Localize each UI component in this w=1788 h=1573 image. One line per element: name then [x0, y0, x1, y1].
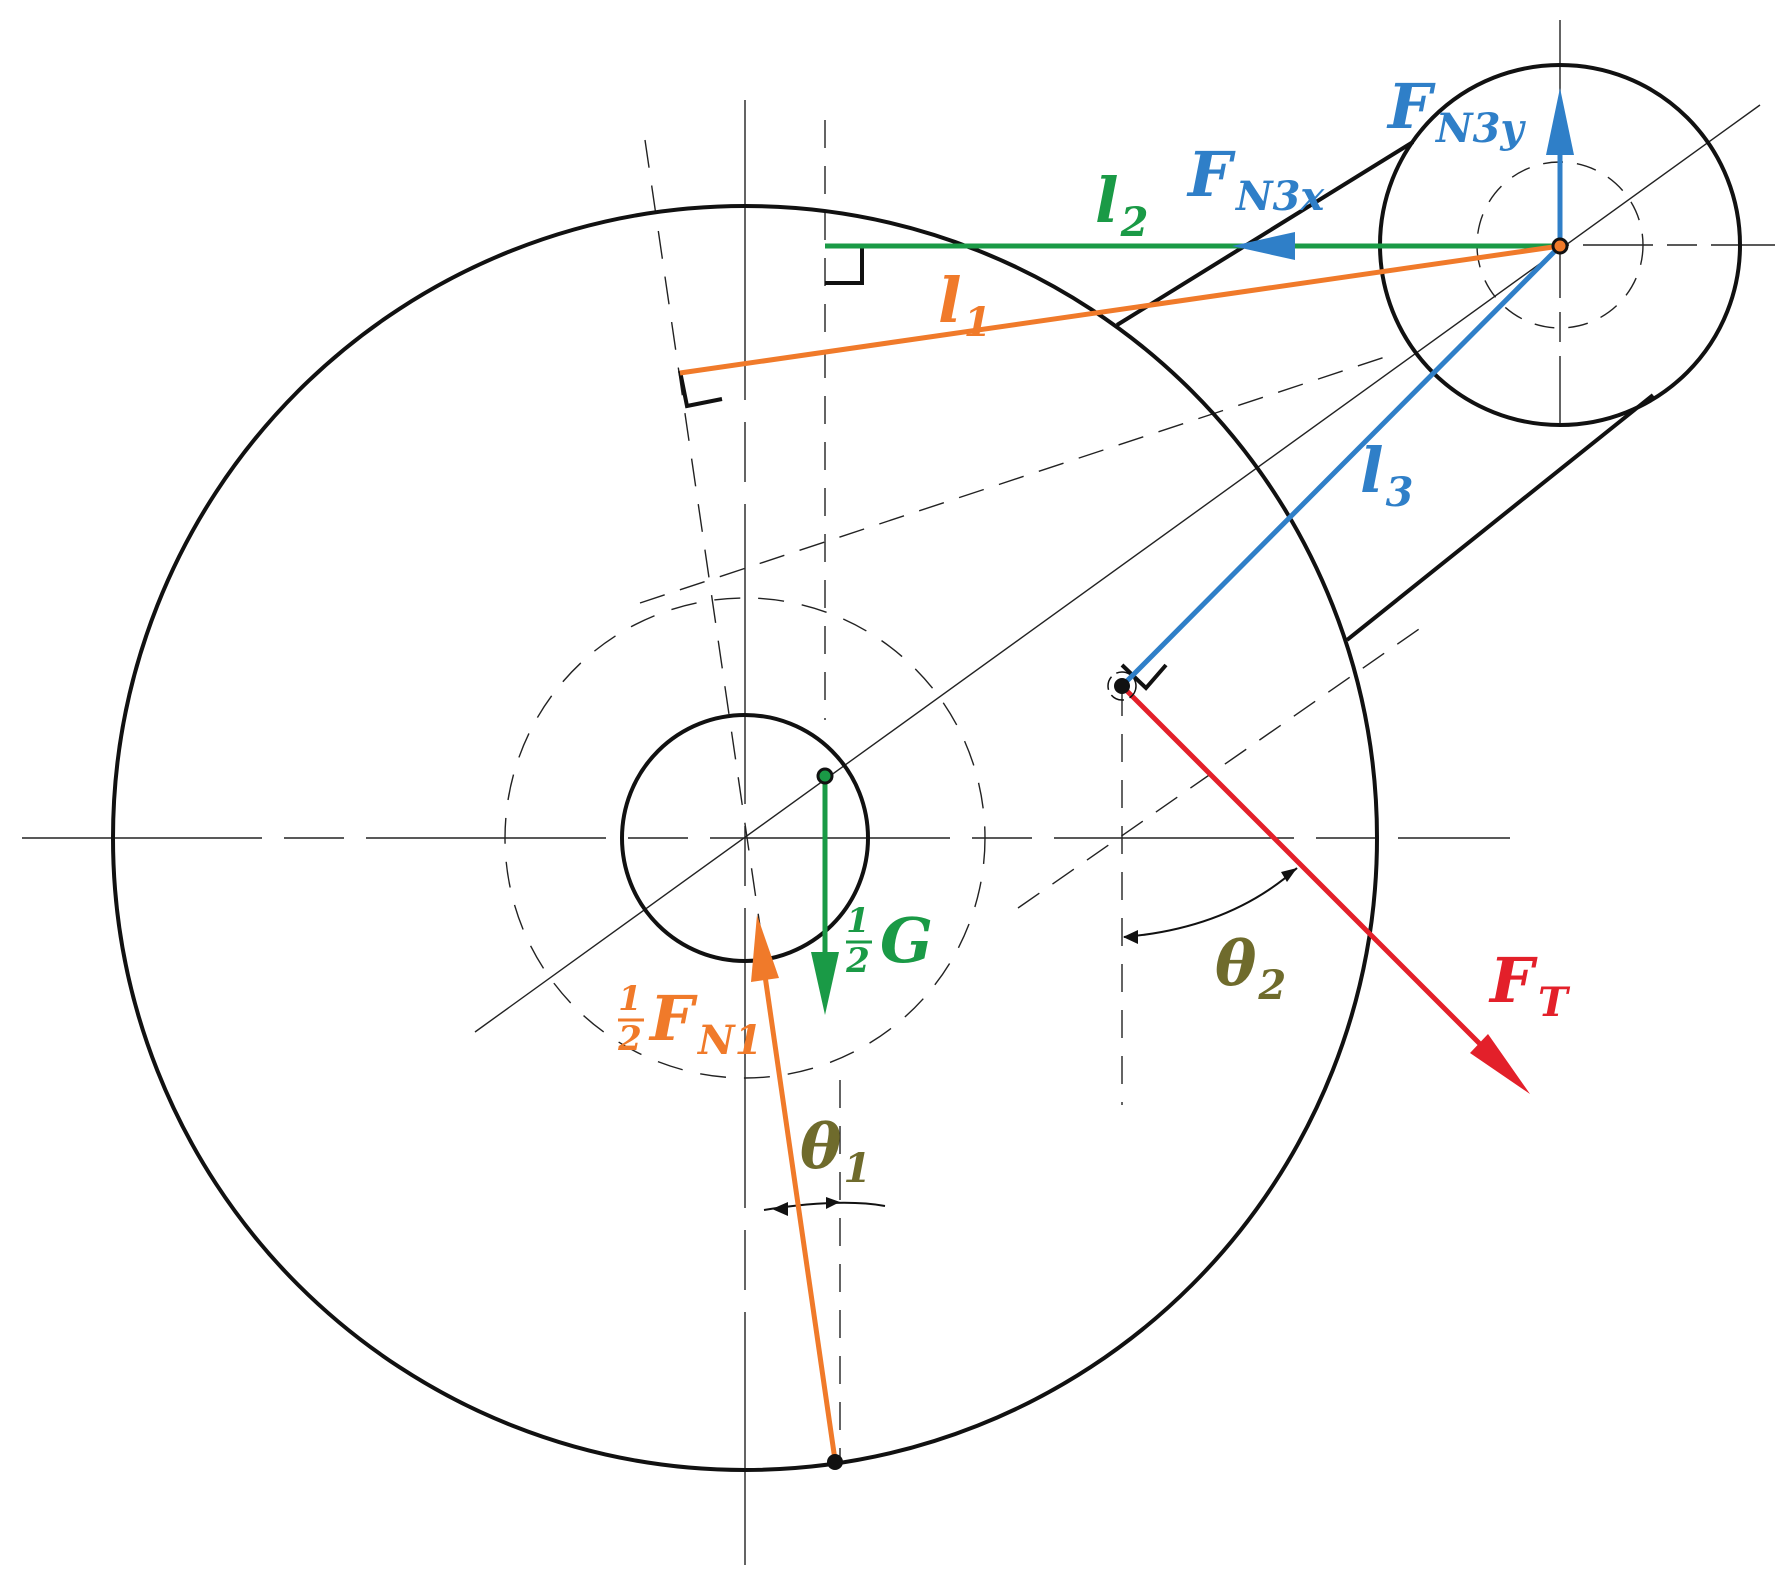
l3-distance-line	[1120, 244, 1562, 688]
fn3y-arrowhead	[1546, 88, 1574, 155]
label-l3: l3	[1360, 434, 1413, 516]
ft-application-point	[1114, 678, 1130, 694]
points	[816, 237, 1569, 1470]
theta2-arc-arrow-right	[1281, 868, 1297, 882]
half-fn1-denominator: 2	[617, 1019, 642, 1059]
force-lines	[679, 88, 1574, 1461]
right-angle-mark-l2	[825, 246, 864, 285]
half-fn1-numerator: 1	[618, 979, 642, 1019]
theta2-arc-arrow-left	[1123, 930, 1138, 944]
right-angle-mark-l3	[1120, 663, 1168, 691]
angle-arcs	[763, 867, 1298, 1216]
fn1-contact-point	[827, 1454, 843, 1470]
lower-tangent-dash-line	[1017, 626, 1423, 909]
dashed-pitch-circle	[504, 597, 986, 1079]
half-g-arrowhead	[811, 952, 839, 1015]
label-l1: l1	[938, 264, 991, 346]
belt-upper-segment	[1115, 140, 1415, 327]
theta2-arc	[1123, 867, 1298, 938]
theta1-arc-arrow-left	[772, 1202, 788, 1216]
label-l2: l2	[1095, 164, 1148, 246]
upper-pulley-center-point	[1551, 237, 1569, 255]
ft-arrowhead	[1470, 1034, 1530, 1094]
ft-point-ring	[1107, 671, 1137, 701]
theta1-arc-arrow-right	[826, 1197, 840, 1209]
g-application-point	[816, 767, 834, 785]
label-theta2: θ2	[1215, 927, 1286, 1009]
ft-arrow	[1120, 684, 1500, 1064]
fn3x-arrowhead	[1232, 232, 1295, 260]
half-fn1-arrowhead	[751, 915, 779, 982]
half-fn1-arrow	[759, 954, 838, 1461]
belt-lower-segment	[1345, 393, 1655, 642]
right-angle-marks	[678, 246, 1168, 691]
label-half-g: 1 2 G	[845, 901, 933, 981]
large-wheel-outline	[111, 204, 1379, 1472]
label-theta1: θ1	[800, 1110, 871, 1192]
upper-tangent-dash-line	[639, 356, 1386, 604]
outlines	[111, 63, 1742, 1472]
right-angle-mark-l1	[678, 370, 723, 409]
half-g-symbol: G	[880, 904, 933, 977]
half-g-numerator: 1	[846, 901, 870, 941]
half-g-denominator: 2	[845, 941, 870, 981]
l1-distance-line	[679, 243, 1561, 376]
hub-circle-outline	[620, 713, 870, 963]
